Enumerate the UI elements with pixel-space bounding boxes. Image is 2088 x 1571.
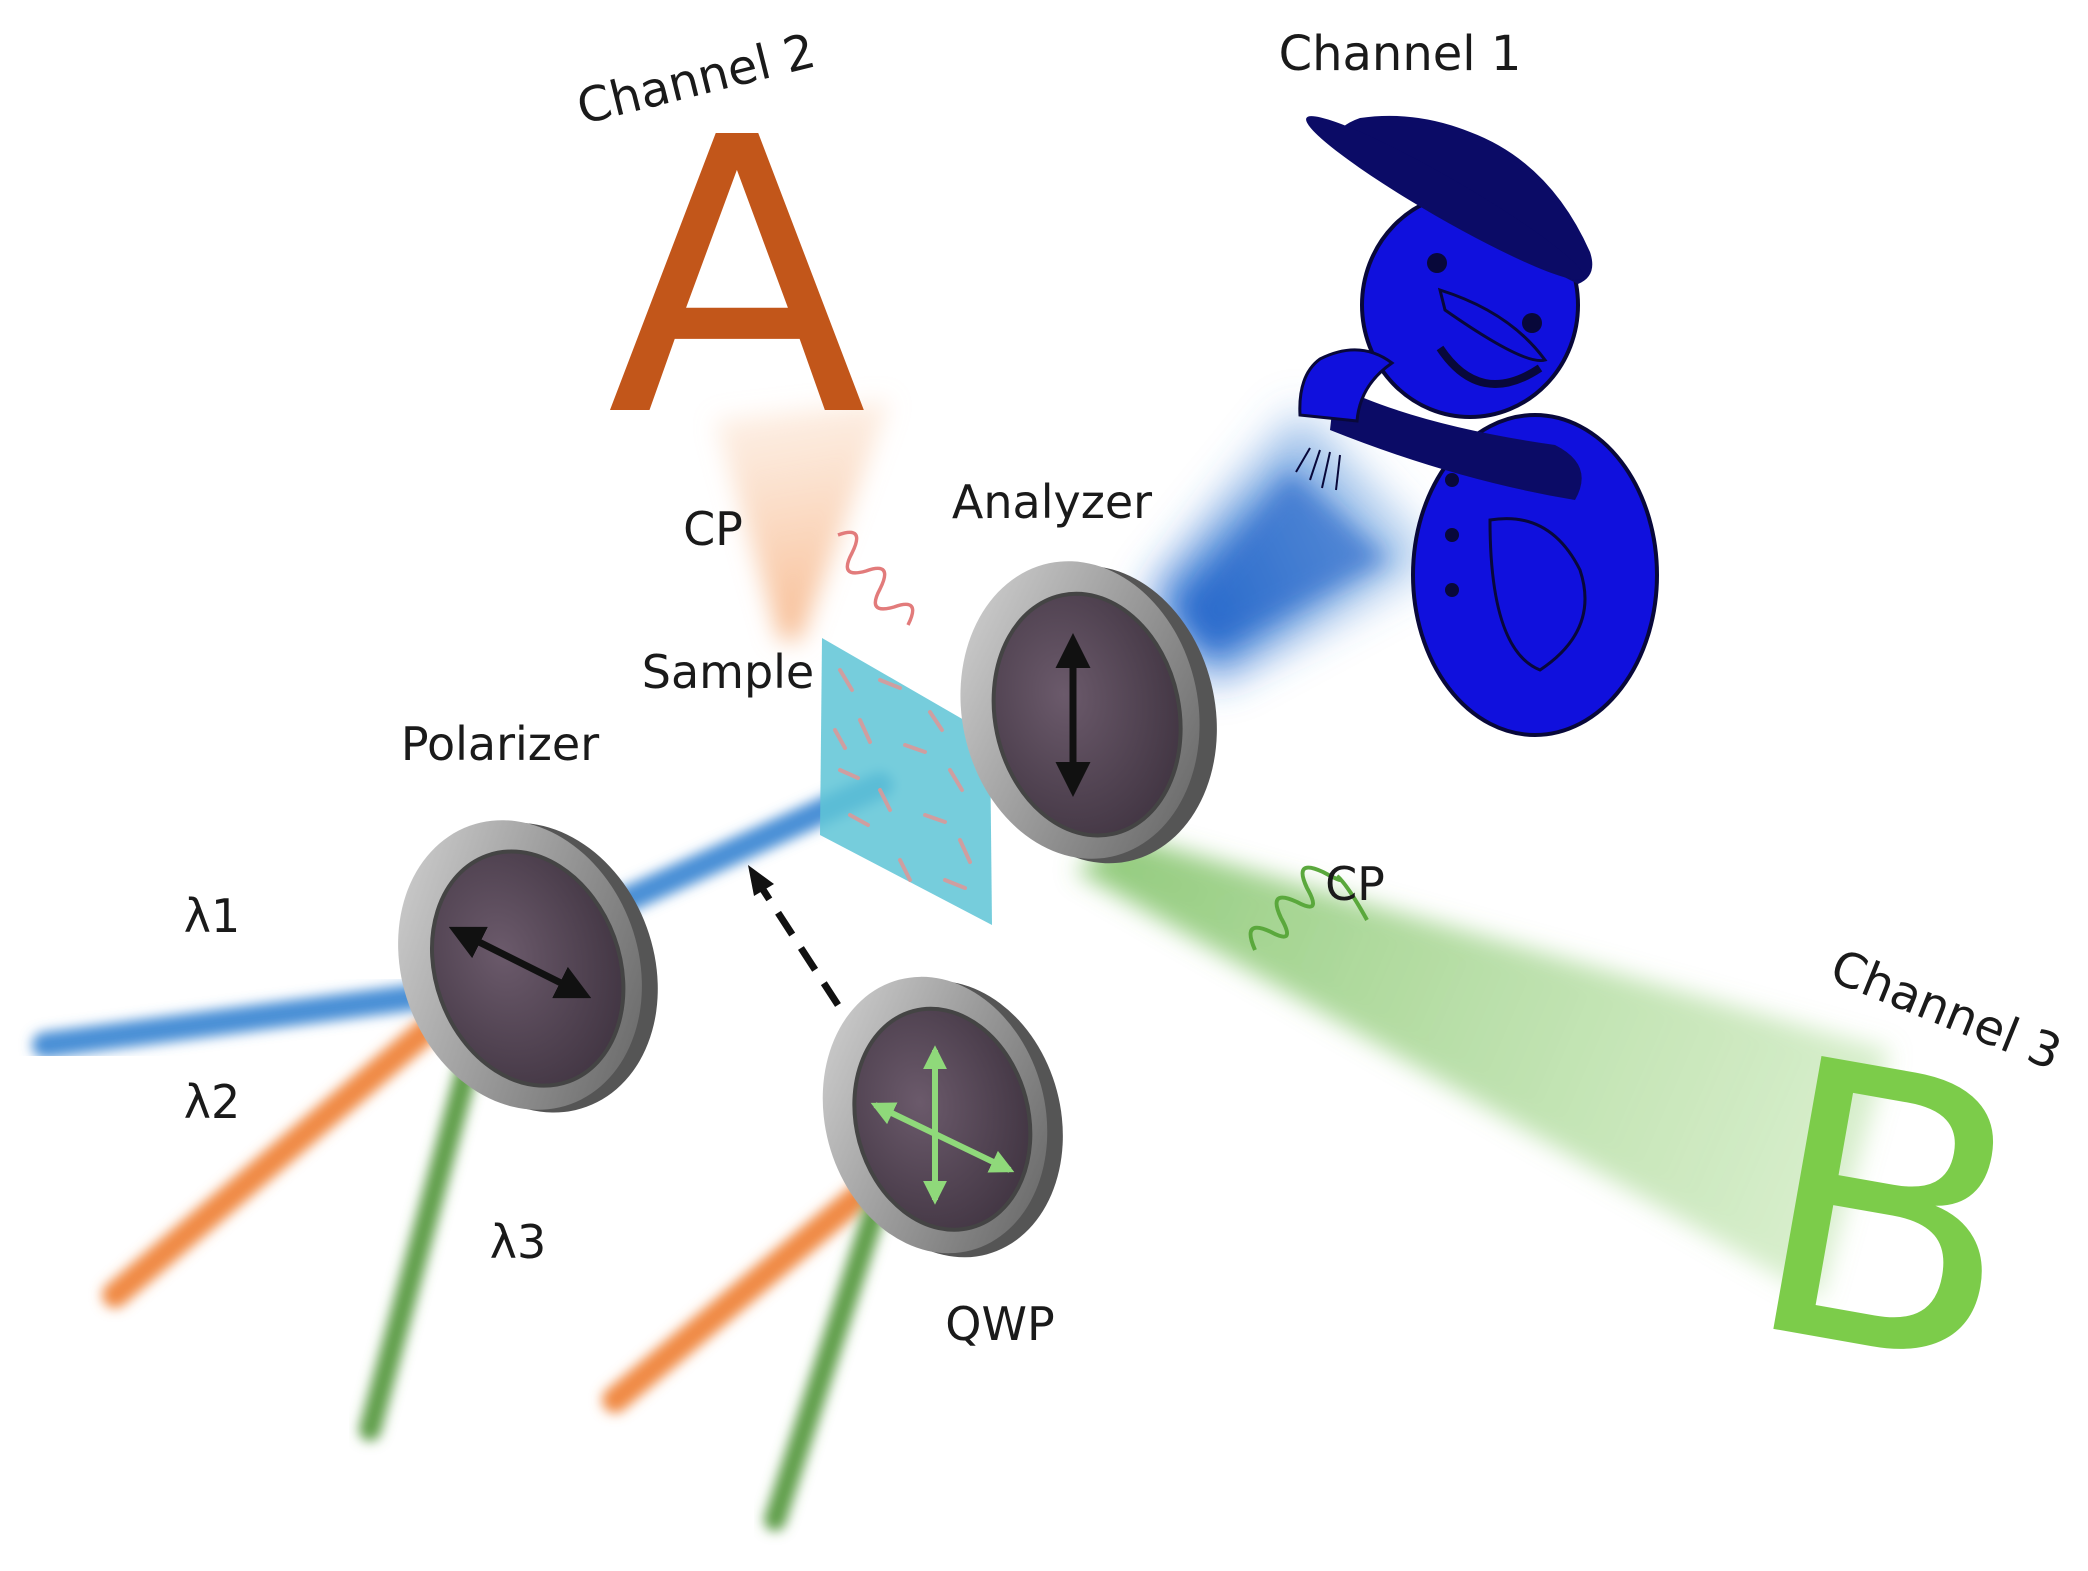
cp-helix-green-icon <box>1248 865 1369 951</box>
beam-lambda3-green <box>359 1029 486 1441</box>
channel1-label: Channel 1 <box>1279 26 1522 82</box>
cp-top-label: CP <box>683 502 743 556</box>
qwp-axis-arrows <box>870 1045 1015 1205</box>
cp-helix-orange-icon <box>837 530 915 626</box>
polarizer-label: Polarizer <box>401 717 599 771</box>
beam-qwp-green <box>764 1184 891 1531</box>
qwp-label: QWP <box>945 1297 1054 1351</box>
channel1-blue-cone <box>1150 410 1440 680</box>
beam-lambda1-blue <box>32 977 483 1058</box>
beam-lambda2-orange <box>102 972 493 1308</box>
channel2-orange-cone <box>715 400 890 640</box>
channel1-snowman-image <box>1295 115 1659 737</box>
channel2-image: A <box>607 57 868 500</box>
analyzer-label: Analyzer <box>952 475 1152 529</box>
sample-label: Sample <box>642 645 814 699</box>
channel2-letter: A <box>607 57 868 500</box>
sample-plate <box>820 638 992 925</box>
lambda2-label: λ2 <box>184 1075 241 1129</box>
polarizer-axis-arrow <box>448 926 592 999</box>
lambda3-label: λ3 <box>490 1215 547 1269</box>
cp-bottom-label: CP <box>1325 857 1385 911</box>
channel3-green-cone <box>1075 835 1890 1300</box>
qwp-to-sample-dashed-arrow <box>748 865 841 1007</box>
lambda1-label: λ1 <box>184 889 241 943</box>
